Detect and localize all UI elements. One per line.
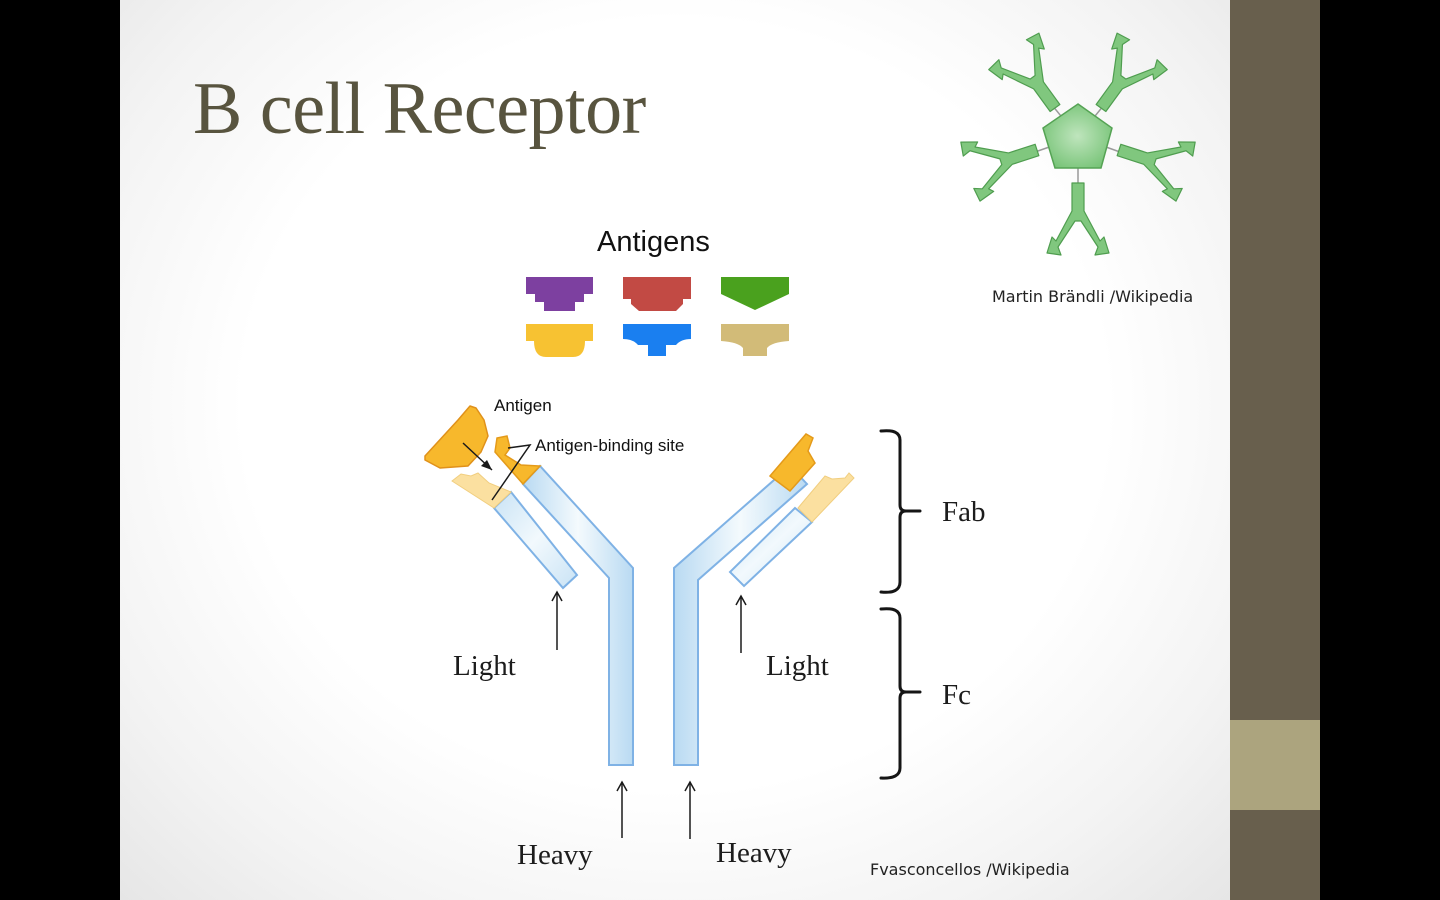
green-antigen — [721, 277, 789, 310]
pentamer-icon — [958, 30, 1198, 256]
bound-antigen — [424, 405, 489, 469]
light-variable-right — [797, 472, 855, 523]
fab-bracket — [879, 429, 922, 594]
heavy-left-arrowhead — [616, 780, 628, 792]
antigen-label: Antigen — [494, 396, 552, 415]
antigens-heading: Antigens — [597, 226, 710, 258]
heavy-right-arrowhead — [684, 780, 696, 792]
light-chain-right — [728, 506, 814, 588]
yellow-antigen — [526, 324, 593, 357]
fab-label: Fab — [942, 496, 986, 528]
light-chain-left-label: Light — [453, 650, 516, 682]
heavy-chain-right — [673, 464, 809, 766]
pentamer-credit: Martin Brändli /Wikipedia — [992, 287, 1194, 306]
tan-antigen — [721, 324, 789, 356]
light-variable-left — [451, 472, 512, 509]
red-antigen — [623, 277, 691, 311]
slide-side-accent — [1230, 720, 1320, 810]
antigen-arrowhead — [481, 460, 492, 470]
heavy-variable-left — [494, 435, 542, 486]
light-chain-right-label: Light — [766, 650, 829, 682]
antigen-binding-site-label: Antigen-binding site — [535, 436, 685, 455]
slide-title: B cell Receptor — [193, 68, 646, 150]
heavy-variable-right — [768, 433, 816, 493]
heavy-chain-right-label: Heavy — [716, 837, 792, 869]
light-left-arrowhead — [551, 590, 563, 602]
fc-label: Fc — [942, 679, 971, 711]
heavy-chain-left — [521, 464, 634, 766]
antibody-credit: Fvasconcellos /Wikipedia — [870, 860, 1070, 879]
light-right-arrowhead — [735, 594, 747, 606]
binding-site-pointer — [491, 444, 532, 501]
fc-bracket — [879, 607, 922, 780]
purple-antigen — [526, 277, 593, 311]
blue-antigen — [623, 324, 691, 356]
pentamer-core — [1042, 103, 1113, 169]
heavy-chain-left-label: Heavy — [517, 839, 593, 871]
